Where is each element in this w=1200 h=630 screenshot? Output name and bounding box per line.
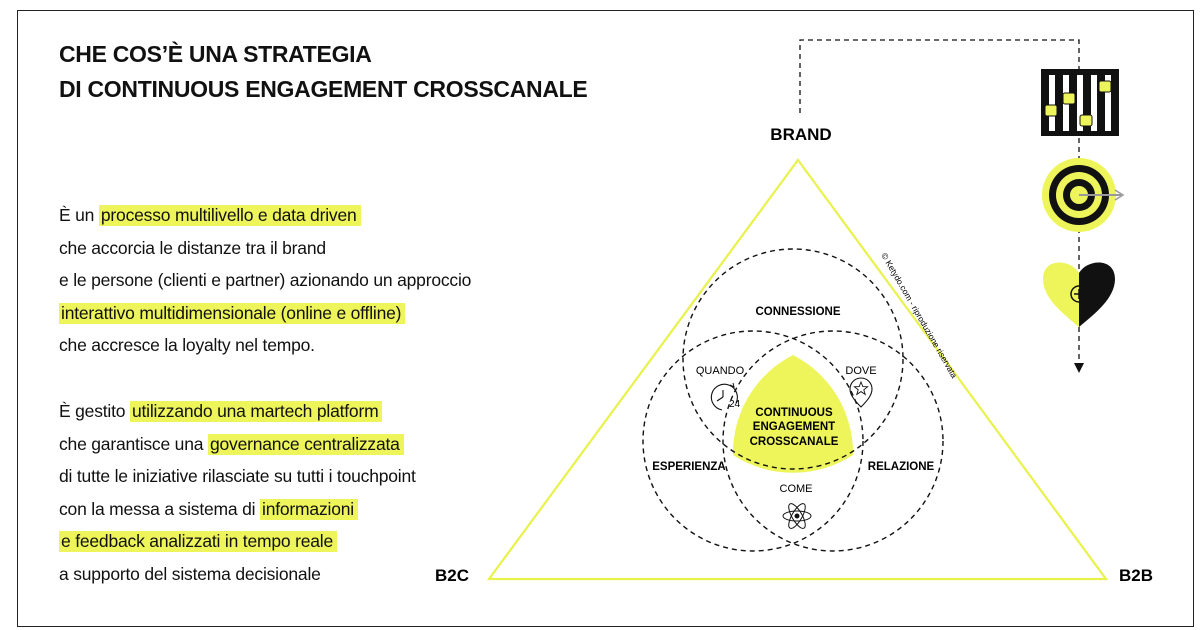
page-title: CHE COS’È UNA STRATEGIA DI CONTINUOUS EN… xyxy=(59,37,588,107)
target-icon xyxy=(1042,158,1125,232)
center-label-line-3: CROSSCANALE xyxy=(750,436,839,448)
paragraph-definition: È un processo multilivello e data driven… xyxy=(59,199,471,362)
center-label-line-2: ENGAGEMENT xyxy=(753,421,835,433)
text-line: È un processo multilivello e data driven xyxy=(59,199,471,232)
atom-icon xyxy=(782,503,812,529)
label-relazione: RELAZIONE xyxy=(868,461,935,473)
title-line-2: DI CONTINUOUS ENGAGEMENT CROSSCANALE xyxy=(59,76,588,102)
text-line: interattivo multidimensionale (online e … xyxy=(59,297,471,330)
center-intersection xyxy=(732,355,854,473)
text-line: e le persone (clienti e partner) azionan… xyxy=(59,270,472,291)
label-quando: QUANDO xyxy=(696,365,745,377)
text-line: È gestito utilizzando una martech platfo… xyxy=(59,395,416,428)
center-label-line-1: CONTINUOUS xyxy=(755,407,833,419)
brand-triangle xyxy=(486,158,1109,581)
label-connessione: CONNESSIONE xyxy=(756,306,841,318)
circle-esperienza xyxy=(642,330,864,552)
clock-icon: 24 xyxy=(710,382,741,411)
label-come: COME xyxy=(780,483,813,495)
vertex-brand-label: BRAND xyxy=(770,125,831,144)
highlight: interattivo multidimensionale (online e … xyxy=(59,302,406,324)
copyright-note: © Ketydo.com - riproduzione riservata xyxy=(879,251,959,380)
text-line: e feedback analizzati in tempo reale xyxy=(59,525,416,558)
circle-connessione xyxy=(682,248,904,470)
location-pin-icon xyxy=(849,377,873,408)
highlight: processo multilivello e data driven xyxy=(98,205,361,226)
sliders-icon xyxy=(1041,69,1119,136)
highlight: e feedback analizzati in tempo reale xyxy=(59,531,337,553)
circle-relazione xyxy=(722,330,944,552)
arrow-down-icon xyxy=(1074,363,1084,373)
engagement-diagram: BRAND B2C B2B CONNESSIONE ESPERIENZA REL… xyxy=(435,39,1153,585)
text-line: con la messa a sistema di informazioni xyxy=(59,493,416,526)
highlight: governance centralizzata xyxy=(207,433,404,455)
text-line: che garantisce una governance centralizz… xyxy=(59,428,416,461)
infographic-frame: CHE COS’È UNA STRATEGIA DI CONTINUOUS EN… xyxy=(17,10,1194,627)
text-line: che accresce la loyalty nel tempo. xyxy=(59,335,315,356)
highlight: informazioni xyxy=(260,498,358,520)
vertex-b2c-label: B2C xyxy=(435,566,469,585)
text-line: che accorcia le distanze tra il brand xyxy=(59,237,326,258)
label-dove: DOVE xyxy=(845,365,876,377)
paragraph-management: È gestito utilizzando una martech platfo… xyxy=(59,395,416,591)
highlight: utilizzando una martech platform xyxy=(129,401,383,422)
clock-number: 24 xyxy=(729,399,741,410)
title-line-1: CHE COS’È UNA STRATEGIA xyxy=(59,41,372,67)
label-esperienza: ESPERIENZA xyxy=(652,461,726,473)
text-line: a supporto del sistema decisionale xyxy=(59,563,321,584)
text-line: di tutte le iniziative rilasciate su tut… xyxy=(59,466,416,487)
heart-icon xyxy=(1043,262,1115,327)
vertex-b2b-label: B2B xyxy=(1119,566,1153,585)
dashed-connector xyxy=(799,39,1080,369)
